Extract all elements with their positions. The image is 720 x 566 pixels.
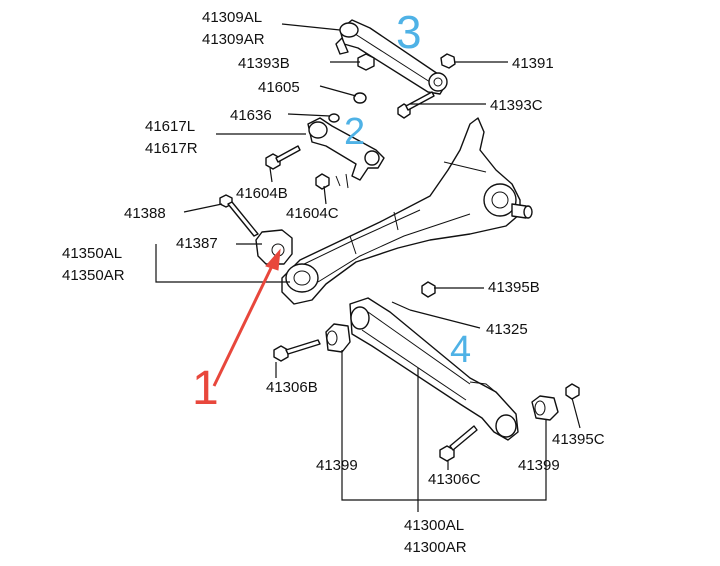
label-41350ar: 41350AR bbox=[62, 267, 125, 284]
callout-2: 2 bbox=[344, 111, 365, 153]
label-41388: 41388 bbox=[124, 205, 166, 222]
label-41604c: 41604C bbox=[286, 205, 339, 222]
bolt-41306b bbox=[273, 339, 321, 362]
leader-lines bbox=[155, 23, 581, 512]
callout-1: 1 bbox=[192, 362, 219, 415]
label-41636: 41636 bbox=[230, 107, 272, 124]
label-41399-right: 41399 bbox=[518, 457, 560, 474]
label-41395c: 41395C bbox=[552, 431, 605, 448]
trailing-arm-41350 bbox=[281, 117, 533, 305]
bushing-41399-right bbox=[531, 395, 559, 421]
label-41325: 41325 bbox=[486, 321, 528, 338]
bolt-41604b bbox=[265, 145, 301, 170]
label-41391: 41391 bbox=[512, 55, 554, 72]
label-41604b: 41604B bbox=[236, 185, 288, 202]
label-41309al: 41309AL bbox=[202, 9, 262, 26]
red-arrow bbox=[212, 248, 281, 387]
label-41617l: 41617L bbox=[145, 118, 195, 135]
bolt-41393c bbox=[397, 91, 435, 119]
bolt-41306c bbox=[439, 425, 478, 462]
upper-arm-41309 bbox=[335, 19, 448, 95]
label-41393b: 41393B bbox=[238, 55, 290, 72]
bushing-41387 bbox=[255, 229, 293, 265]
label-41350al: 41350AL bbox=[62, 245, 122, 262]
label-41617r: 41617R bbox=[145, 140, 198, 157]
nut-41391 bbox=[440, 53, 456, 69]
label-41393c: 41393C bbox=[490, 97, 543, 114]
label-41300ar: 41300AR bbox=[404, 539, 467, 556]
bushing-41399-left bbox=[325, 323, 351, 353]
washer-41636 bbox=[328, 113, 340, 123]
callout-4: 4 bbox=[450, 329, 471, 371]
label-41309ar: 41309AR bbox=[202, 31, 265, 48]
nut-41395b bbox=[421, 281, 436, 298]
callout-3: 3 bbox=[396, 6, 422, 58]
nut-41393b bbox=[357, 53, 375, 71]
label-41605: 41605 bbox=[258, 79, 300, 96]
lower-arm-41325 bbox=[349, 297, 519, 441]
label-41300al: 41300AL bbox=[404, 517, 464, 534]
nut-41604c bbox=[315, 173, 330, 190]
label-41395b: 41395B bbox=[488, 279, 540, 296]
nut-41395c bbox=[565, 383, 580, 400]
link-arm-41617 bbox=[307, 117, 385, 189]
label-41387: 41387 bbox=[176, 235, 218, 252]
label-41306b: 41306B bbox=[266, 379, 318, 396]
washer-41605 bbox=[353, 92, 367, 104]
label-41306c: 41306C bbox=[428, 471, 481, 488]
label-41399-left: 41399 bbox=[316, 457, 358, 474]
